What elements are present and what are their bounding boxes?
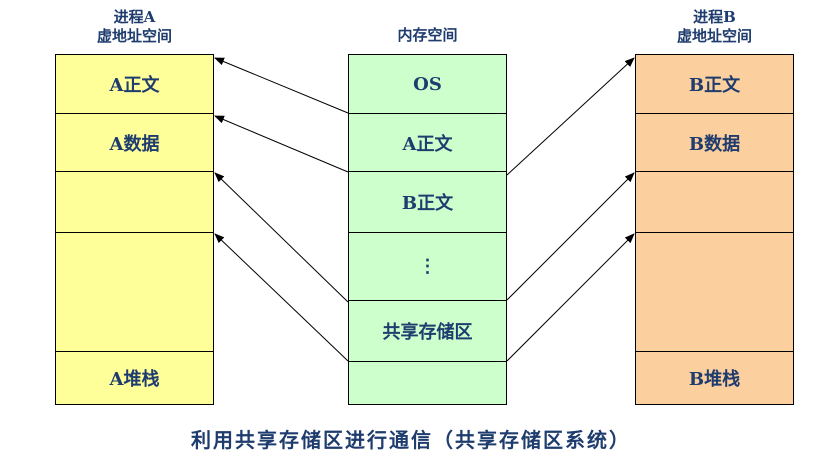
process-b-title: 进程B 虚地址空间 [676, 8, 752, 45]
arrow-a-shared-1 [214, 172, 349, 303]
memory-a-text: A正文 [349, 114, 506, 172]
memory-space: OS A正文 B正文 ⋮ 共享存储区 [348, 54, 507, 405]
memory-ellipsis: ⋮ [349, 233, 506, 301]
process-b-stack-segment: B堆栈 [688, 369, 741, 390]
process-a-shared-region-2 [56, 233, 213, 352]
process-a-title: 进程A 虚地址空间 [96, 8, 172, 45]
memory-title: 内存空间 [397, 26, 458, 44]
process-a-text-segment: A正文 [56, 55, 213, 114]
arrow-a-shared-2 [214, 233, 349, 362]
process-a-stack-segment: A堆栈 [109, 369, 160, 390]
process-b-address-space: B正文 B数据 B堆栈 [635, 54, 794, 405]
process-a-shared-region-1 [56, 172, 213, 233]
memory-shared-region: 共享存储区 [349, 301, 506, 362]
process-b-shared-region-1 [636, 172, 793, 233]
arrow-b-text [506, 57, 635, 176]
arrow-b-shared-2 [506, 233, 635, 362]
arrow-a-text-to-a-text [214, 57, 349, 114]
memory-os: OS [349, 55, 506, 114]
diagram-caption: 利用共享存储区进行通信（共享存储区系统） [191, 428, 631, 452]
process-a-address-space: A正文 A数据 A堆栈 [55, 54, 214, 405]
memory-b-text: B正文 [349, 172, 506, 233]
process-a-data-segment: A数据 [56, 114, 213, 172]
arrow-a-data-to-os [214, 115, 349, 173]
arrow-b-shared-1 [506, 172, 635, 301]
process-b-data-segment: B数据 [636, 114, 793, 172]
process-b-text-segment: B正文 [636, 55, 793, 114]
process-b-shared-region-2 [636, 233, 793, 352]
